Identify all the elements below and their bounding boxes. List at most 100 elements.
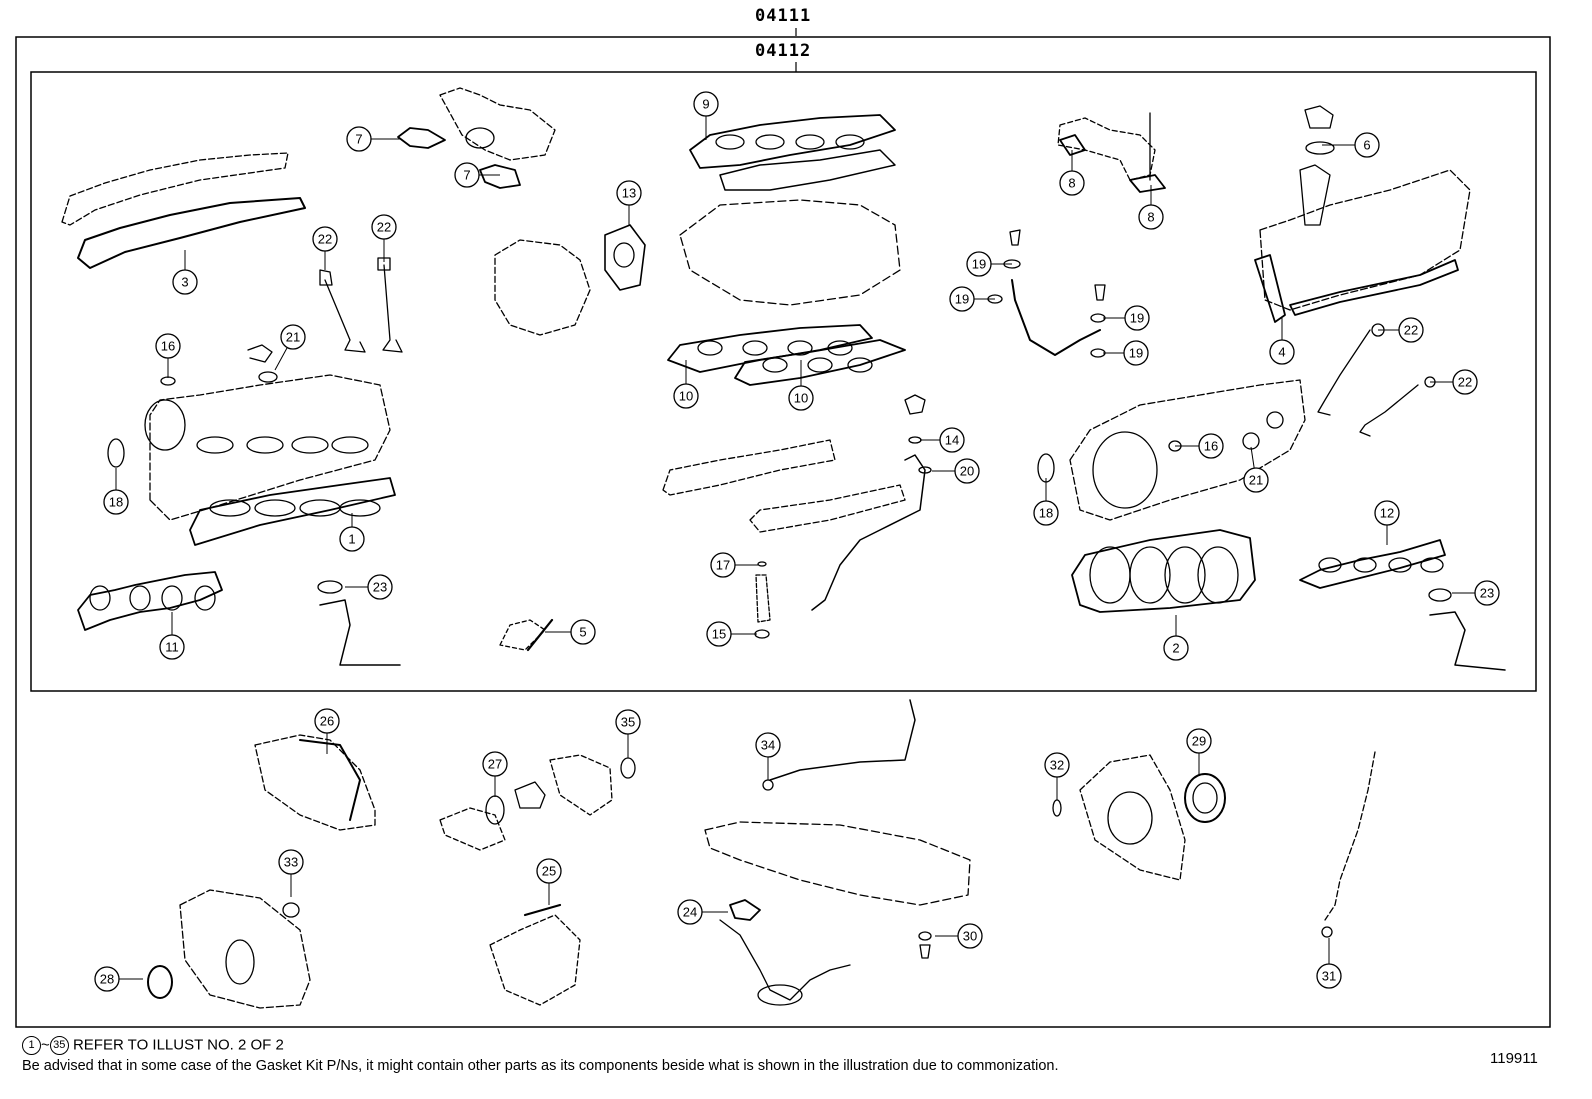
callout-circle	[1398, 317, 1424, 343]
callout-circle	[788, 385, 814, 411]
callout-circle	[278, 849, 304, 875]
callout-16: 16	[155, 333, 181, 359]
right-head-gasket-2	[1071, 529, 1256, 613]
callout-22: 22	[312, 226, 338, 252]
callout-19: 19	[1123, 340, 1149, 366]
ref-text: REFER TO ILLUST NO. 2 OF 2	[72, 1036, 284, 1054]
rear-seal-29-inner	[1192, 782, 1218, 814]
callout-circle	[1474, 580, 1500, 606]
dipstick-tube-31	[1324, 751, 1376, 921]
exhaust-port	[129, 585, 151, 611]
gasket-24	[729, 899, 761, 921]
right-gasket-bore	[1164, 546, 1206, 604]
callout-circle	[1243, 467, 1269, 493]
callout-circle	[339, 526, 365, 552]
ref-separator: ~	[41, 1036, 50, 1054]
callout-24: 24	[677, 899, 703, 925]
callout-number: 10	[679, 389, 693, 404]
callout-circle	[371, 214, 397, 240]
callout-7: 7	[346, 126, 372, 152]
inner-kit-code: 04112	[755, 41, 812, 61]
callout-circle	[367, 574, 393, 600]
gasket-12-port	[1318, 557, 1342, 573]
callout-number: 22	[377, 220, 391, 235]
gasket-13-bore	[613, 242, 635, 268]
callout-26: 26	[314, 708, 340, 734]
oil-pan	[704, 821, 971, 906]
ref-start-circle: 1	[22, 1036, 41, 1055]
bracket-21-left	[247, 344, 273, 363]
intake-port-9	[755, 134, 785, 150]
callout-8: 8	[1059, 170, 1085, 196]
gasket-10a	[667, 324, 873, 373]
callout-23: 23	[1474, 580, 1500, 606]
valve-right-2	[1359, 384, 1419, 437]
callout-number: 16	[161, 339, 175, 354]
callout-18: 18	[1033, 500, 1059, 526]
callout-16: 16	[1198, 433, 1224, 459]
callout-5: 5	[570, 619, 596, 645]
callout-circle	[1354, 132, 1380, 158]
right-gasket-bore	[1197, 546, 1239, 604]
ring-23-left	[317, 580, 343, 594]
ring-15	[754, 629, 770, 639]
callout-number: 16	[1204, 439, 1218, 454]
timing-cover-26	[254, 734, 376, 831]
illustration-number: 119911	[1490, 1050, 1538, 1067]
callout-circle	[155, 333, 181, 359]
callout-circle	[954, 458, 980, 484]
oil-strainer-24	[719, 919, 851, 1001]
callout-number: 24	[683, 905, 697, 920]
intake-gasket-9	[689, 114, 896, 169]
callout-20: 20	[954, 458, 980, 484]
callout-number: 22	[1458, 375, 1472, 390]
callout-3: 3	[172, 269, 198, 295]
callout-number: 11	[165, 640, 179, 655]
right-cylinder-head	[1069, 379, 1306, 521]
left-gasket-bore	[254, 499, 296, 517]
callout-number: 33	[284, 855, 298, 870]
gasket-10b-port	[847, 357, 873, 373]
ring-20	[918, 466, 932, 474]
callout-34: 34	[755, 732, 781, 758]
callout-circle	[1316, 963, 1342, 989]
gasket-10b	[734, 339, 906, 386]
valve-right-1	[1317, 329, 1371, 416]
head-cover-outline	[61, 152, 289, 226]
left-head-port	[246, 436, 284, 454]
callout-4: 4	[1269, 339, 1295, 365]
gasket-25	[523, 903, 562, 917]
callout-22: 22	[371, 214, 397, 240]
callout-number: 7	[355, 132, 362, 147]
bolt-19a	[1009, 229, 1021, 246]
callout-circle	[1452, 369, 1478, 395]
callout-circle	[957, 923, 983, 949]
water-pipe-34	[769, 699, 916, 781]
callout-circle	[1138, 204, 1164, 230]
callout-7: 7	[454, 162, 480, 188]
callout-number: 15	[712, 627, 726, 642]
water-pipe	[811, 454, 926, 611]
callout-15: 15	[706, 621, 732, 647]
callout-circle	[1124, 305, 1150, 331]
callout-circle	[482, 751, 508, 777]
ring-31	[1321, 926, 1333, 938]
ring-21-right	[1242, 432, 1260, 450]
ring-23-right	[1428, 588, 1452, 602]
cap-gasket-6	[1305, 141, 1335, 155]
rear-seal-29	[1184, 773, 1226, 823]
right-gasket-bore	[1089, 546, 1131, 604]
gasket-13	[604, 224, 646, 291]
left-head-port	[331, 436, 369, 454]
left-oil-seal-18	[107, 438, 125, 468]
callout-number: 34	[761, 738, 775, 753]
callout-circle	[1186, 728, 1212, 754]
ring-17	[757, 561, 767, 567]
callout-circle	[1269, 339, 1295, 365]
right-head-sprocket	[1092, 431, 1158, 509]
gasket-5	[526, 618, 554, 652]
callout-22: 22	[1452, 369, 1478, 395]
callout-number: 27	[488, 757, 502, 772]
fuel-rail-2	[749, 484, 906, 533]
left-head-port	[196, 436, 234, 454]
